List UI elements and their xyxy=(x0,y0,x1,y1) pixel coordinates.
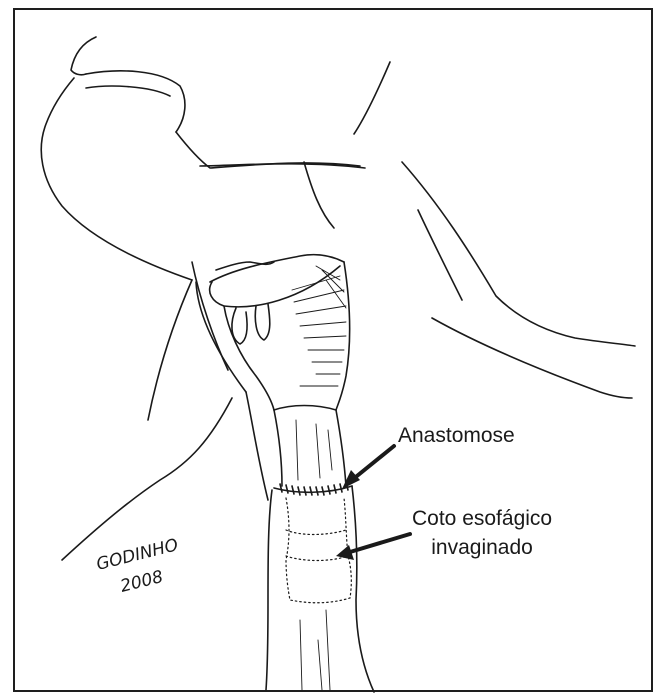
signature-year: 2008 xyxy=(118,567,165,597)
invaginated-stump xyxy=(286,498,351,603)
tube-upper xyxy=(274,406,346,487)
coto-esofagico-label: Coto esofágico invaginado xyxy=(412,506,552,561)
signature-name: GODINHO xyxy=(94,535,180,575)
anastomose-label: Anastomose xyxy=(398,423,515,449)
coto-label-line2: invaginado xyxy=(412,535,552,561)
arrow-anastomose xyxy=(342,446,394,489)
face-outline xyxy=(41,37,390,280)
artist-signature: GODINHO 2008 xyxy=(94,535,180,597)
anastomosis-suture xyxy=(274,482,352,495)
pharynx-funnel xyxy=(210,255,350,410)
esophagus-lower xyxy=(266,486,374,692)
arrow-coto xyxy=(336,534,410,560)
coto-label-line1: Coto esofágico xyxy=(412,506,552,532)
